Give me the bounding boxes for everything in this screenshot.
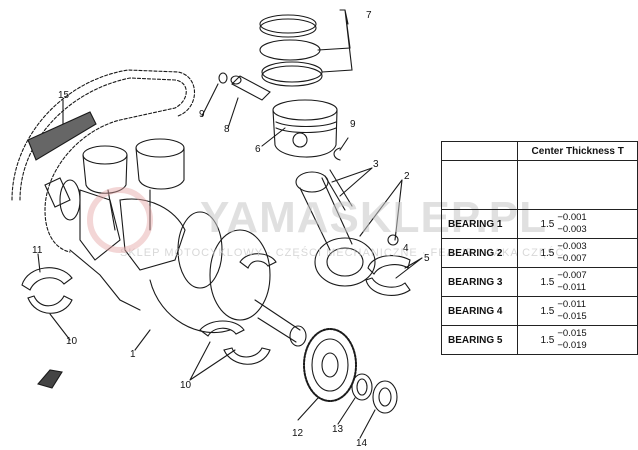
callout-7: 7 — [366, 10, 372, 21]
callout-12: 12 — [292, 428, 304, 439]
lower-tolerance: −0.011 — [557, 282, 586, 293]
piston — [272, 99, 338, 158]
clip-left — [218, 72, 228, 84]
cam-chain — [11, 69, 195, 253]
nominal-value: 1.5 — [540, 334, 555, 346]
callout-9-right: 9 — [350, 119, 356, 130]
callout-11: 11 — [32, 245, 43, 256]
crank-pistons — [82, 138, 185, 231]
nominal-value: 1.5 — [540, 305, 555, 317]
lower-tolerance: −0.003 — [557, 224, 587, 235]
bearing-name: BEARING 4 — [440, 296, 519, 326]
crankshaft — [44, 177, 307, 347]
watermark-logo — [87, 187, 153, 253]
bearing-name: BEARING 2 — [440, 238, 519, 268]
callout-13: 13 — [332, 424, 344, 435]
table-header: Center Thickness T — [517, 141, 638, 161]
lower-tolerance: −0.019 — [557, 340, 587, 351]
callout-8: 8 — [224, 124, 230, 135]
ball-bearing — [372, 380, 398, 414]
callout-6: 6 — [255, 144, 261, 155]
upper-tolerance: −0.015 — [557, 328, 587, 339]
callout-9-left: 9 — [199, 109, 205, 120]
table-row: BEARING 5 1.5−0.015−0.019 — [440, 325, 638, 355]
clip-right — [333, 147, 341, 161]
upper-tolerance: −0.003 — [557, 241, 587, 252]
table-row: BEARING 1 1.5−0.001−0.003 — [440, 209, 638, 239]
lower-tolerance: −0.007 — [557, 253, 587, 264]
main-bearings-lower — [199, 253, 277, 365]
upper-tolerance: −0.007 — [557, 270, 587, 281]
primary-gear — [303, 328, 357, 402]
connecting-rod — [295, 169, 399, 287]
piston-pin — [230, 75, 271, 101]
blank-cell — [440, 160, 519, 210]
table-row: BEARING 2 1.5−0.003−0.007 — [440, 238, 638, 268]
nominal-value: 1.5 — [540, 218, 555, 230]
callout-4: 4 — [403, 243, 409, 254]
callout-14: 14 — [356, 438, 368, 449]
main-bearing-left — [21, 267, 73, 314]
callout-5: 5 — [424, 253, 430, 264]
blank-cell — [517, 160, 638, 210]
bearing-name: BEARING 3 — [440, 267, 519, 297]
rod-bearing — [365, 255, 411, 296]
bearing-name: BEARING 1 — [440, 209, 519, 239]
callout-10-bottom: 10 — [180, 380, 192, 391]
callout-15: 15 — [58, 90, 70, 101]
nominal-value: 1.5 — [540, 247, 555, 259]
nominal-value: 1.5 — [540, 276, 555, 288]
washer — [351, 373, 373, 401]
bearing-name: BEARING 5 — [440, 325, 519, 355]
piston-rings — [259, 14, 323, 87]
upper-tolerance: −0.001 — [557, 212, 587, 223]
upper-tolerance: −0.011 — [557, 299, 586, 310]
bearing-thickness-table: Center Thickness T BEARING 1 1.5−0.001−0… — [440, 141, 638, 355]
lower-tolerance: −0.015 — [557, 311, 587, 322]
callout-2: 2 — [404, 171, 410, 182]
table-corner — [440, 141, 519, 161]
table-row: BEARING 3 1.5−0.007−0.011 — [440, 267, 638, 297]
callout-10-left: 10 — [66, 336, 78, 347]
callout-1: 1 — [130, 349, 136, 360]
callout-3: 3 — [373, 159, 379, 170]
table-row: BEARING 4 1.5−0.011−0.015 — [440, 296, 638, 326]
